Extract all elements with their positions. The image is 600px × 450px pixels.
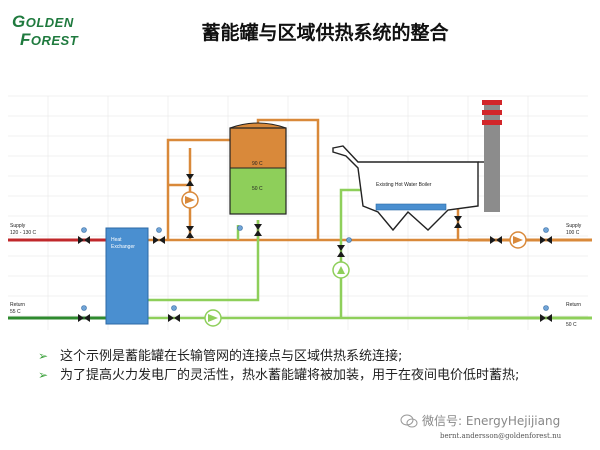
supply-right-temp: 100 C xyxy=(566,230,580,236)
hot-pipes xyxy=(148,118,568,242)
heat-exchanger-label-2: Exchanger xyxy=(111,244,135,250)
wechat-icon xyxy=(400,414,418,427)
arrow-bullet-icon: ➢ xyxy=(38,349,49,363)
pump-icon xyxy=(204,309,222,327)
sensor-dots xyxy=(81,225,549,311)
return-right-label: Return xyxy=(566,302,581,308)
golden-forest-logo: GOLDEN FOREST xyxy=(12,12,79,49)
district-heating-diagram: Heat Exchanger 90 C 50 C Existing Hot Wa… xyxy=(8,95,592,330)
valve-icon xyxy=(78,174,552,322)
pump-icon xyxy=(509,231,527,249)
storage-tank xyxy=(229,122,287,215)
return-left-label: Return xyxy=(10,302,25,308)
slide-title: 蓄能罐与区域供热系统的整合 xyxy=(201,22,449,44)
author-email: bernt.andersson@goldenforest.nu xyxy=(440,432,562,440)
arrow-bullet-icon: ➢ xyxy=(38,368,49,382)
boiler-label: Existing Hot Water Boiler xyxy=(376,182,432,188)
bullet-item: ➢ 为了提高火力发电厂的灵活性，热水蓄能罐将被加装，用于在夜间电价低时蓄热; xyxy=(38,368,520,383)
supply-left-label: Supply xyxy=(10,223,26,229)
supply-right-label: Supply xyxy=(566,223,582,229)
tank-bottom-temp: 50 C xyxy=(252,186,263,192)
bullet-list: ➢ 这个示例是蓄能罐在长输管网的连接点与区域供热系统连接; ➢ 为了提高火力发电… xyxy=(38,348,578,386)
cold-pipes xyxy=(148,188,568,320)
bullet-item: ➢ 这个示例是蓄能罐在长输管网的连接点与区域供热系统连接; xyxy=(38,349,403,364)
return-left-temp: 55 C xyxy=(10,309,21,315)
pump-icon xyxy=(332,261,350,279)
pump-icon xyxy=(181,191,199,209)
boiler-burner xyxy=(375,203,447,211)
wechat-watermark: 微信号: EnergyHejijiang xyxy=(400,412,560,429)
tank-top-temp: 90 C xyxy=(252,161,263,167)
supply-left-temp: 120 - 130 C xyxy=(10,230,37,236)
heat-exchanger xyxy=(105,227,149,325)
chimney xyxy=(478,100,502,212)
background-grid xyxy=(8,95,588,330)
heat-exchanger-label-1: Heat xyxy=(111,237,122,243)
return-right-temp: 50 C xyxy=(566,322,577,328)
